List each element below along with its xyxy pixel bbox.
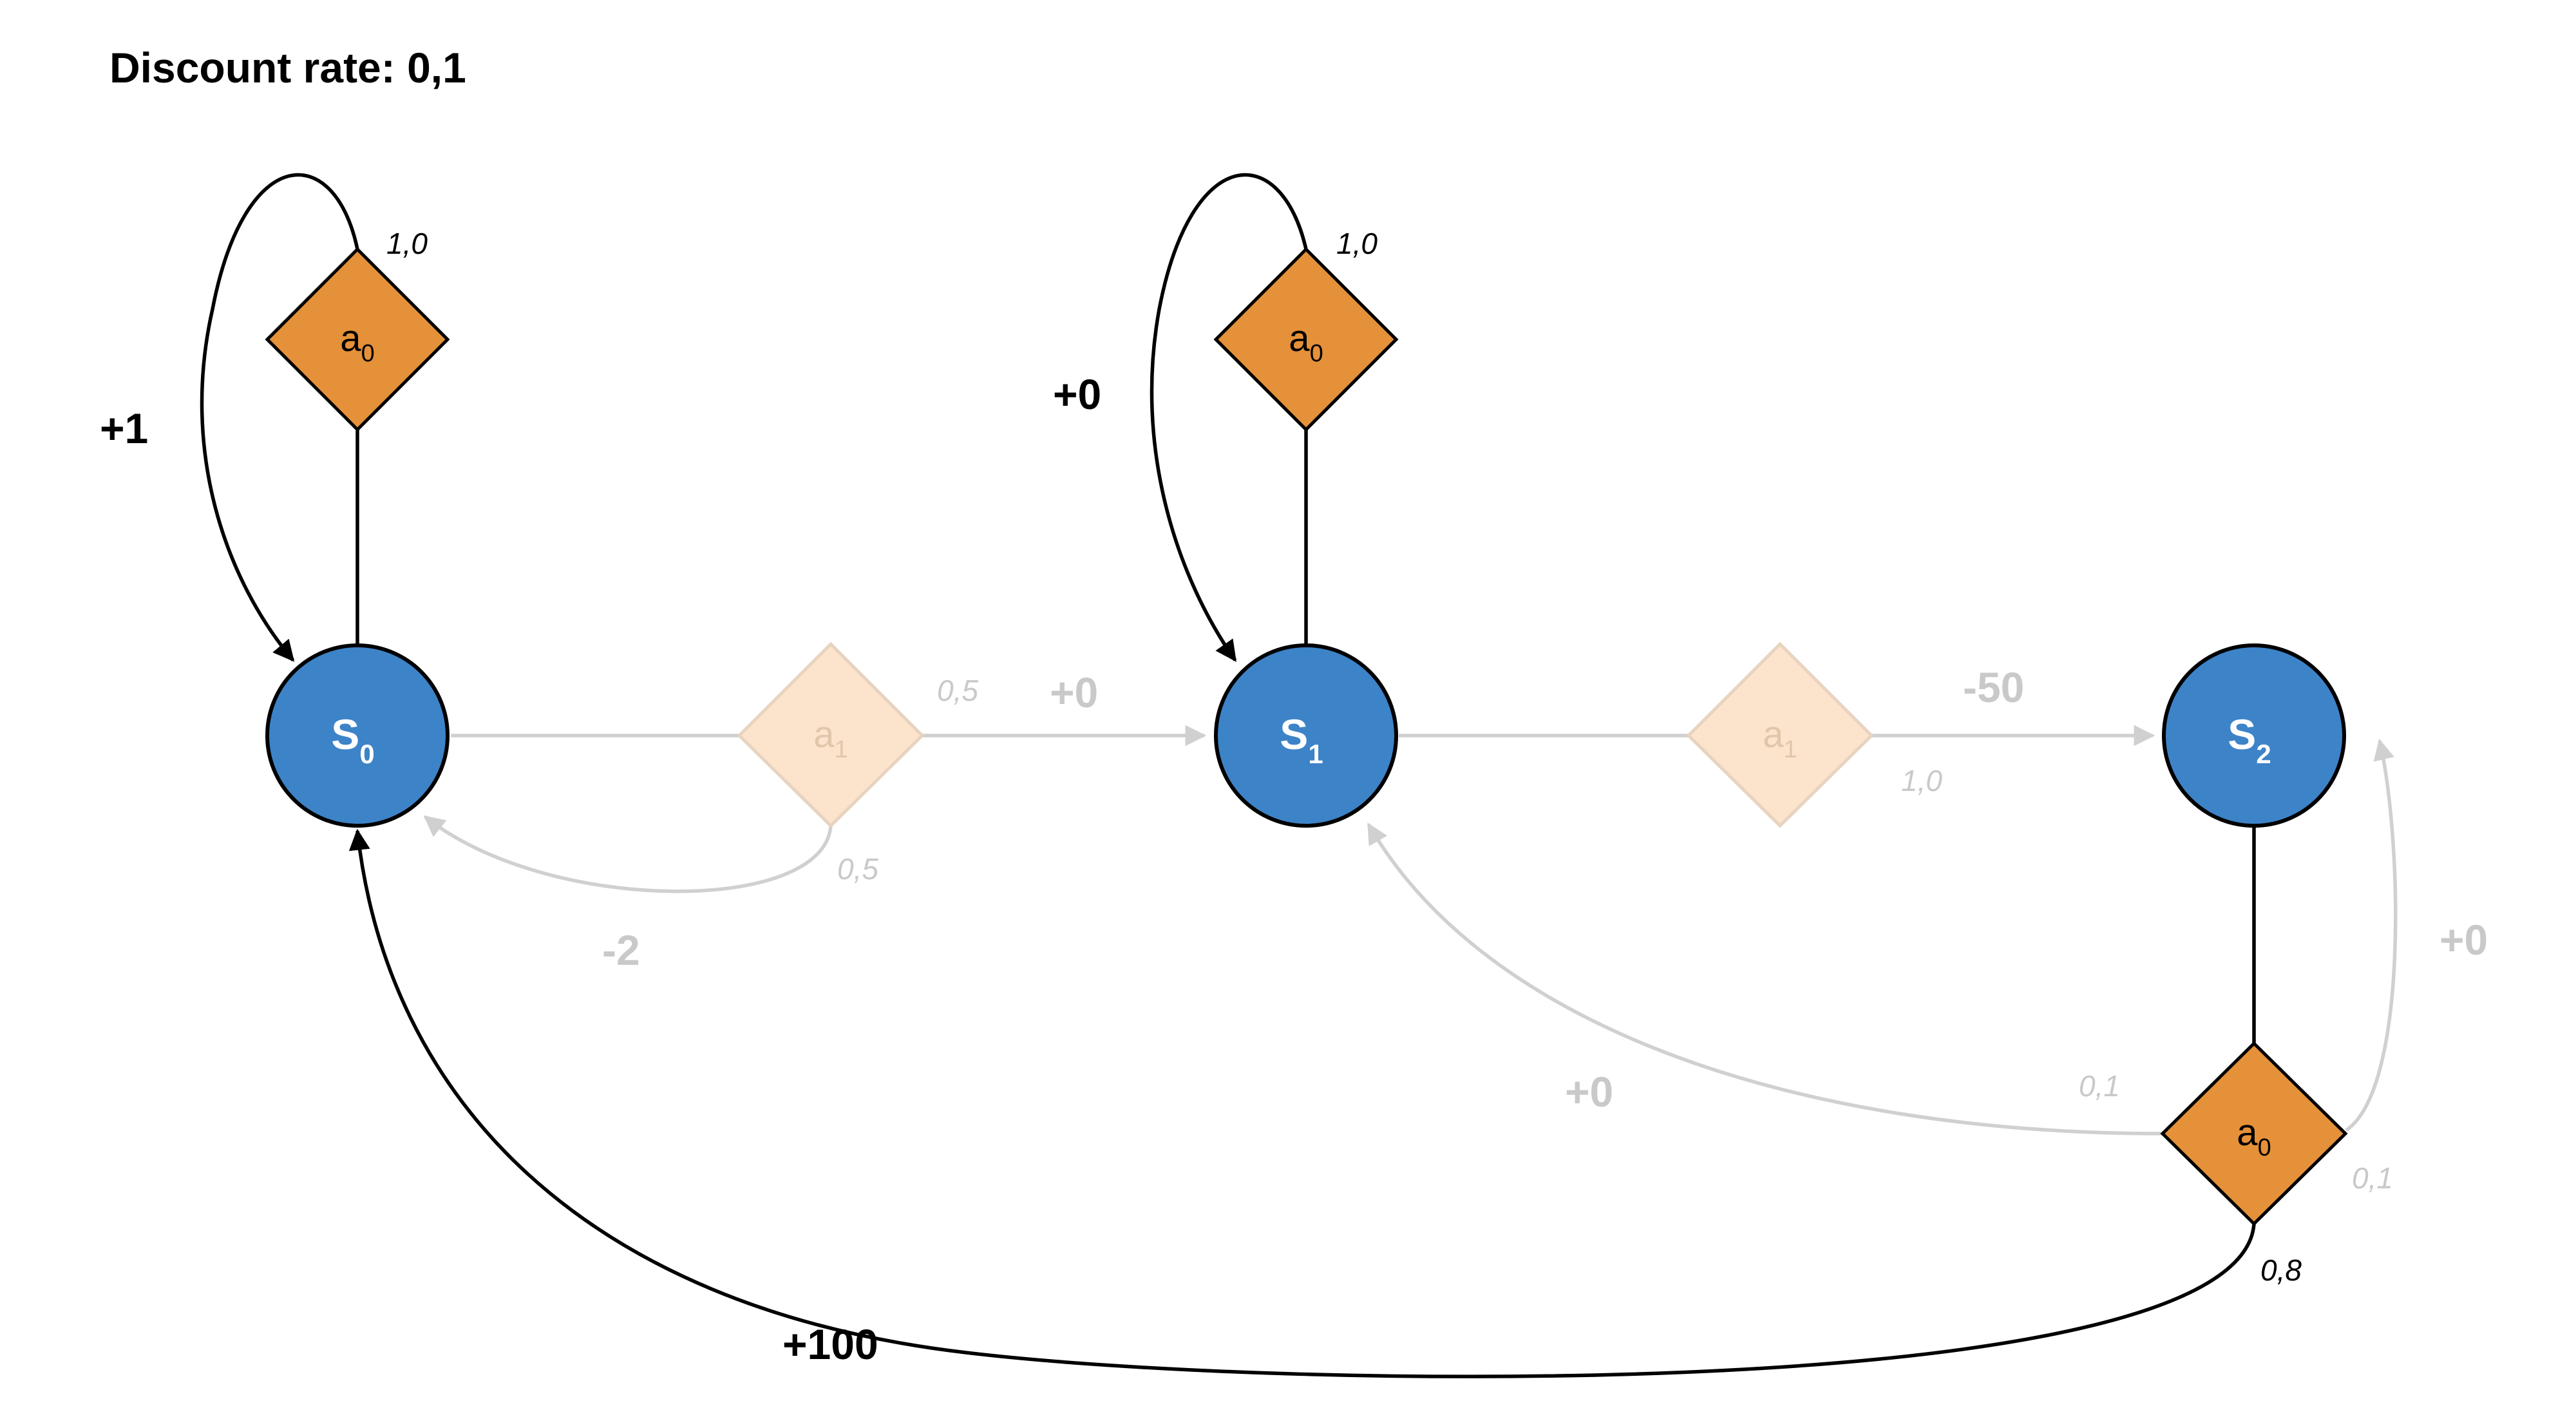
state-index: 1 — [1308, 739, 1323, 769]
state-node-s0: S0 — [265, 643, 450, 828]
probability-label: 0,1 — [2079, 1069, 2120, 1103]
svg-text:S0: S0 — [331, 710, 374, 769]
reward-label: -2 — [602, 926, 640, 974]
edge-s2a0-to-s0 — [348, 828, 2256, 1378]
state-letter: S — [1280, 710, 1308, 758]
svg-text:S2: S2 — [2228, 710, 2271, 769]
reward-label: +0 — [1050, 669, 1098, 716]
action-node-s1-a0: a0 — [1213, 247, 1399, 432]
probability-label: 0,5 — [837, 852, 878, 886]
svg-text:a0: a0 — [1289, 318, 1323, 367]
probability-label: 0,8 — [2260, 1253, 2302, 1287]
action-index: 0 — [1310, 340, 1323, 367]
svg-text:a1: a1 — [1763, 714, 1797, 763]
probability-label: 1,0 — [1336, 227, 1378, 260]
action-node-s2-a0: a0 — [2160, 1041, 2348, 1226]
probability-label: 0,5 — [937, 674, 978, 707]
action-node-s0-a1: a1 — [737, 642, 925, 828]
reward-label: +0 — [1053, 370, 1101, 418]
reward-label: +100 — [782, 1320, 878, 1368]
probability-label: 0,1 — [2352, 1161, 2393, 1195]
action-index: 0 — [2258, 1134, 2271, 1161]
probability-label: 1,0 — [1901, 764, 1942, 797]
action-node-s0-a0: a0 — [265, 247, 450, 432]
edge-s1a0-to-s1 — [1150, 173, 1308, 662]
action-index: 0 — [361, 340, 375, 367]
reward-label: +1 — [100, 404, 148, 452]
state-index: 0 — [359, 739, 374, 769]
edge-s0a1-to-s0 — [423, 815, 833, 893]
action-letter: a — [813, 714, 835, 756]
state-letter: S — [331, 710, 359, 758]
probability-label: 1,0 — [386, 227, 428, 260]
svg-text:a0: a0 — [340, 318, 374, 367]
state-letter: S — [2228, 710, 2256, 758]
state-node-s1: S1 — [1214, 643, 1398, 828]
action-letter: a — [2237, 1112, 2258, 1154]
state-node-s2: S2 — [2162, 643, 2346, 828]
svg-text:a1: a1 — [813, 714, 848, 763]
action-letter: a — [1289, 318, 1310, 359]
edge-s2a0-to-s1 — [1367, 823, 2163, 1136]
action-letter: a — [1763, 714, 1784, 756]
action-index: 1 — [1784, 736, 1797, 763]
reward-label: +0 — [1565, 1068, 1613, 1116]
action-node-s1-a1: a1 — [1686, 642, 1874, 828]
action-letter: a — [340, 318, 361, 359]
discount-rate-title: Discount rate: 0,1 — [109, 44, 466, 91]
edge-s0a0-to-s0 — [200, 173, 359, 662]
state-index: 2 — [2256, 739, 2271, 769]
reward-label: -50 — [1963, 663, 2024, 711]
svg-text:S1: S1 — [1280, 710, 1323, 769]
action-index: 1 — [835, 736, 848, 763]
reward-label: +0 — [2439, 916, 2488, 964]
edge-s2a0-to-s2 — [2345, 738, 2398, 1132]
svg-text:a0: a0 — [2237, 1112, 2271, 1161]
